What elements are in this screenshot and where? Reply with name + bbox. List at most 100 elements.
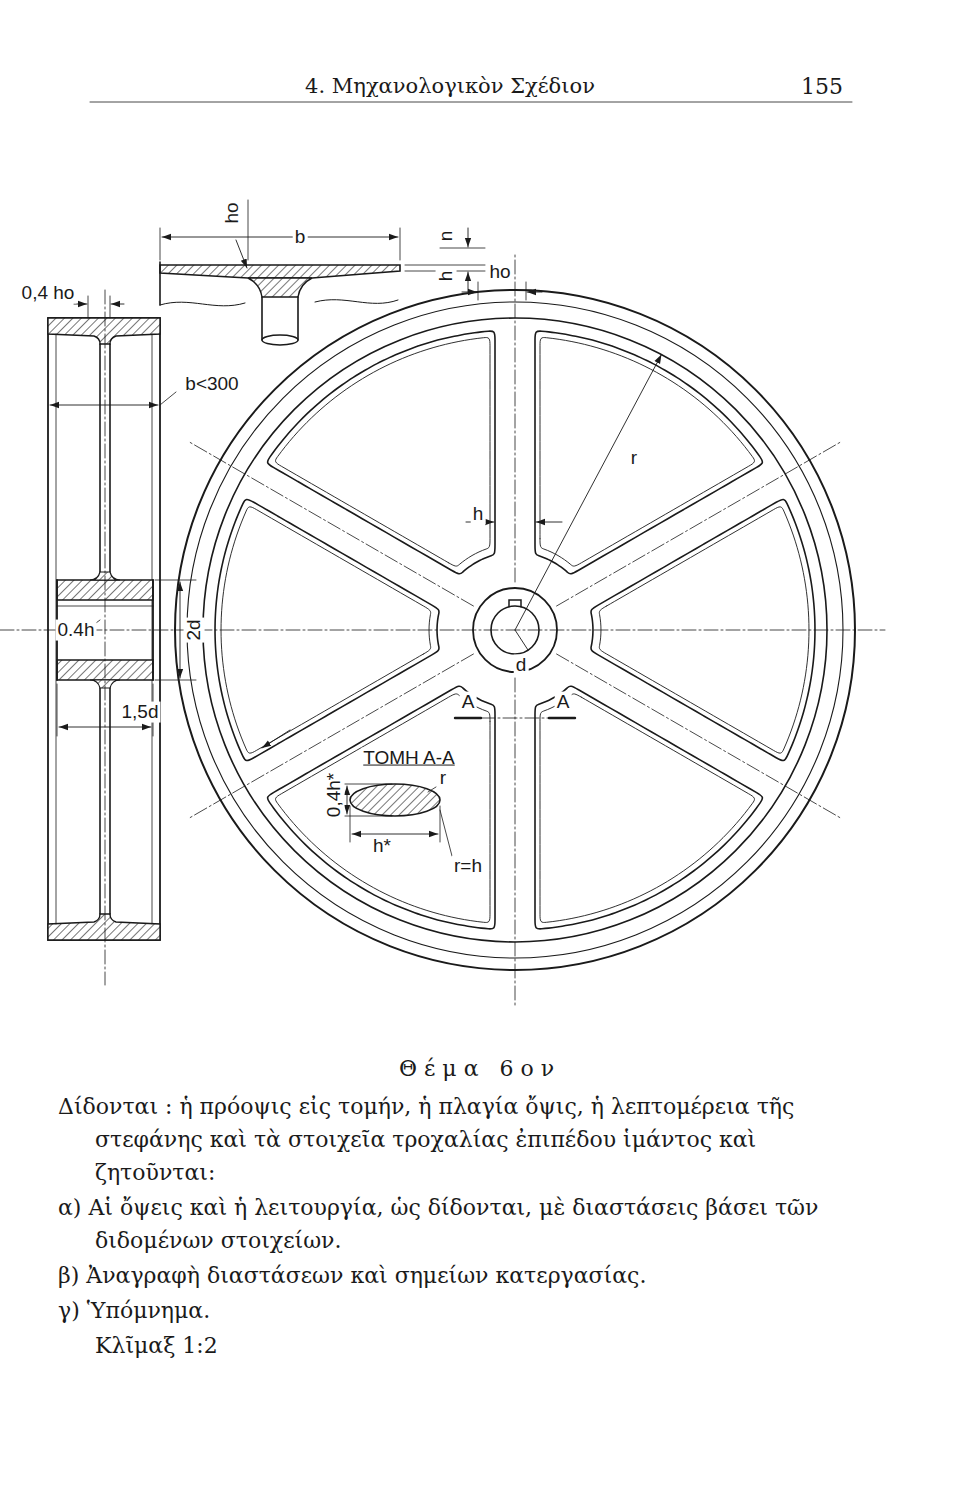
dimension-label: r xyxy=(438,768,448,789)
web-edge xyxy=(109,688,111,914)
dimension-label: 2d xyxy=(184,617,205,642)
extension-line xyxy=(155,580,196,581)
web-end xyxy=(262,335,298,345)
extension-line xyxy=(57,684,58,736)
leader-line xyxy=(160,392,176,405)
dimension-label: n xyxy=(436,229,457,244)
dimension-label: 0,4 ho xyxy=(20,283,77,304)
dimension-arrow xyxy=(111,304,124,305)
dimension-arrow xyxy=(462,292,477,293)
extension-line xyxy=(338,784,392,785)
exercise-text: α) Αἱ ὄψεις καὶ ἡ λειτουργία, ὡς δίδοντα… xyxy=(58,1191,868,1257)
dimension-arrow xyxy=(74,304,87,305)
extension-line xyxy=(155,680,196,681)
boss-section xyxy=(248,278,312,297)
spoke-opening xyxy=(268,331,495,574)
dimension-line xyxy=(59,727,151,728)
rim-edge xyxy=(159,262,161,305)
extension-line xyxy=(440,248,485,249)
page-header: 4. Μηχανολογικὸν Σχέδιον xyxy=(305,70,595,103)
drawing xyxy=(0,102,885,1008)
extension-line xyxy=(405,265,485,266)
dimension-label: b<300 xyxy=(183,374,240,395)
web-edge xyxy=(109,344,111,572)
spoke-opening-inner xyxy=(276,338,490,567)
dimension-label: A xyxy=(555,692,572,713)
spoke-opening-inner xyxy=(540,694,754,923)
dimension-label: r=h xyxy=(452,856,484,877)
dimension-line xyxy=(347,786,348,814)
extension-line xyxy=(88,296,89,318)
dimension-label: 0.4h xyxy=(56,620,97,641)
rim-section xyxy=(48,914,160,940)
center-line xyxy=(105,290,106,985)
rim-section xyxy=(160,265,400,278)
extension-line xyxy=(350,806,351,842)
extension-line xyxy=(110,296,111,318)
extension-line xyxy=(338,816,392,817)
cutting-plane xyxy=(549,717,575,719)
dimension-arrow xyxy=(468,272,469,292)
center-line xyxy=(557,441,843,606)
dimension-arrow xyxy=(536,522,562,523)
leader-line xyxy=(428,787,436,792)
dimension-arrow xyxy=(236,240,247,268)
web-edge xyxy=(99,688,101,914)
extension-line xyxy=(526,282,527,300)
break-line xyxy=(315,300,398,304)
spoke-opening xyxy=(268,686,495,929)
dimension-label: ho xyxy=(222,200,243,225)
dimension-line xyxy=(162,237,398,238)
exercise-text: γ) Ὑπόμνημα. xyxy=(58,1294,868,1327)
center-line xyxy=(557,654,843,819)
dimension-label: b xyxy=(293,227,308,248)
center-line xyxy=(188,654,474,819)
spoke-opening xyxy=(535,331,762,574)
dimension-label: 0,4h* xyxy=(324,771,345,819)
cutting-plane xyxy=(455,717,481,719)
spoke-opening-inner xyxy=(540,338,754,567)
web-edge xyxy=(99,344,101,572)
cutting-plane-line xyxy=(481,718,549,719)
exercise-text: Θέμα 6ον xyxy=(399,1052,561,1085)
dimension-label: A xyxy=(460,692,477,713)
exercise-text: Δίδονται : ἡ πρόοψις εἰς τομήν, ἡ πλαγία… xyxy=(58,1090,868,1189)
spoke-section xyxy=(350,784,440,816)
extension-line xyxy=(160,228,161,260)
center-line xyxy=(515,252,516,582)
extension-line xyxy=(478,282,479,300)
center-line xyxy=(515,678,516,1008)
center-line xyxy=(188,441,474,606)
extension-line xyxy=(248,200,249,260)
rim-section xyxy=(48,318,160,344)
dimension-arrow xyxy=(468,228,469,247)
dimension-label: h xyxy=(471,504,486,525)
header-rule xyxy=(90,102,852,103)
dimension-label: r xyxy=(629,448,639,469)
web-stub xyxy=(262,297,298,340)
spoke-opening-inner xyxy=(276,694,490,923)
dimension-line xyxy=(180,582,181,678)
page-number: 155 xyxy=(801,70,843,103)
dimension-label: h xyxy=(436,269,457,284)
extension-line xyxy=(400,228,401,260)
dimension-line xyxy=(50,405,158,406)
leader-line xyxy=(515,630,528,650)
dimension-arrow xyxy=(515,355,661,630)
keyway xyxy=(509,600,521,607)
exercise-text: Κλῖμαξ 1:2 xyxy=(95,1329,695,1362)
dimension-line xyxy=(352,834,438,835)
spoke-opening xyxy=(535,686,762,929)
dimension-label: d xyxy=(514,655,529,676)
break-line xyxy=(160,302,245,306)
dimension-label: ho xyxy=(487,262,512,283)
dimension-label: 1,5d xyxy=(120,702,161,723)
dimension-arrow xyxy=(527,292,542,293)
center-line xyxy=(0,630,885,631)
exercise-text: β) Ἀναγραφὴ διαστάσεων καὶ σημείων κατερ… xyxy=(58,1259,868,1292)
dimension-arrow xyxy=(262,730,290,748)
dimension-label: h* xyxy=(371,836,393,857)
side-outline xyxy=(48,318,160,940)
dimension-label: ΤΟΜΗ Α-Α xyxy=(361,748,457,769)
